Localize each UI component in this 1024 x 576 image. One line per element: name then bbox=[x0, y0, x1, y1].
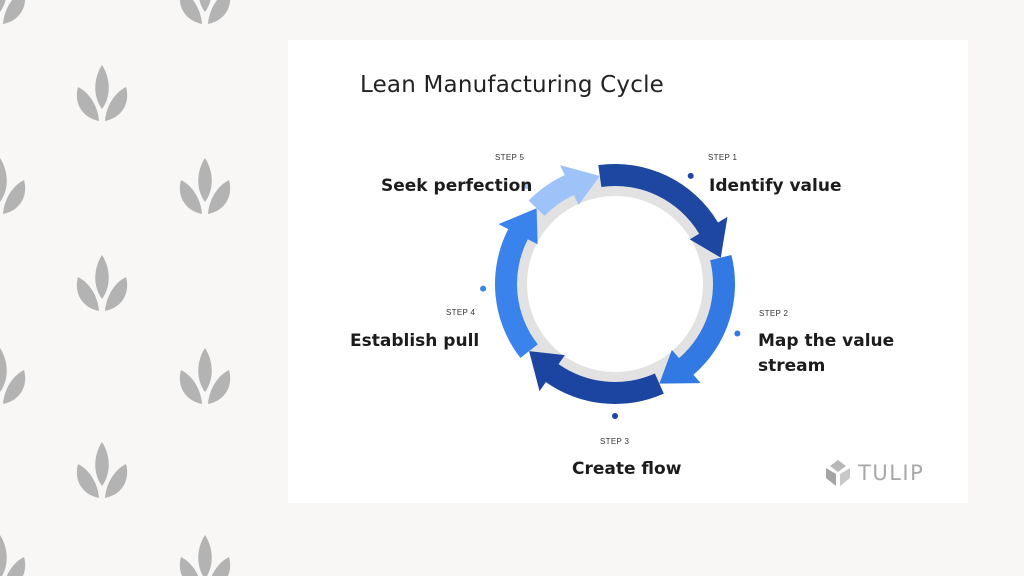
tulip-logo-text: TULIP bbox=[858, 461, 925, 485]
step-5-label: STEP 5 bbox=[495, 153, 525, 162]
step-4-label: STEP 4 bbox=[446, 308, 476, 317]
step-3-label: STEP 3 bbox=[600, 437, 630, 446]
step-3-dot bbox=[612, 413, 618, 419]
step-2-dot bbox=[734, 330, 741, 337]
step-1-arrow bbox=[598, 164, 728, 258]
step-5-dot bbox=[523, 182, 530, 189]
step-2-label: STEP 2 bbox=[759, 309, 789, 318]
step-1-dot bbox=[687, 172, 694, 179]
step-4-dot bbox=[480, 285, 487, 292]
step-5-arrow bbox=[528, 165, 600, 216]
step-4-name: Establish pull bbox=[350, 331, 480, 351]
step-2-name-line-2: stream bbox=[758, 356, 826, 376]
step-3-name: Create flow bbox=[572, 459, 682, 479]
tulip-logo-icon bbox=[826, 460, 850, 486]
step-1-label: STEP 1 bbox=[708, 153, 738, 162]
step-1-name: Identify value bbox=[709, 176, 842, 196]
step-2-name-line-1: Map the value bbox=[758, 331, 895, 351]
step-2-arrow bbox=[659, 254, 735, 384]
step-4-arrow bbox=[495, 208, 538, 358]
diagram-title: Lean Manufacturing Cycle bbox=[359, 72, 665, 98]
tulip-logo: TULIP bbox=[824, 458, 924, 488]
inner-ring bbox=[507, 176, 723, 392]
diagram-card bbox=[288, 40, 968, 503]
step-5-name: Seek perfection bbox=[381, 176, 533, 196]
step-3-arrow bbox=[529, 351, 664, 405]
